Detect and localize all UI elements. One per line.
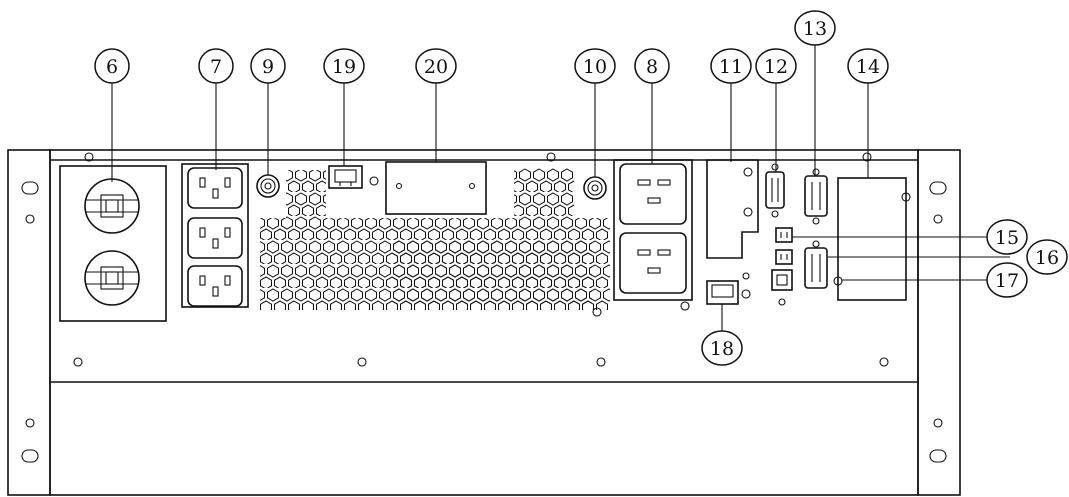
leader-lines [111, 44, 1010, 331]
callout-15: 15 [986, 219, 1028, 255]
callout-8: 8 [634, 48, 670, 84]
callout-17: 17 [986, 262, 1028, 298]
callouts: 6 7 9 19 20 10 8 11 [94, 10, 1068, 366]
svg-text:15: 15 [995, 227, 1019, 249]
usb-port [771, 269, 793, 306]
svg-text:20: 20 [424, 56, 448, 78]
callout-14: 14 [847, 48, 889, 84]
rs485-port [804, 240, 843, 289]
svg-text:16: 16 [1035, 247, 1059, 269]
callout-7: 7 [198, 48, 234, 84]
callout-11: 11 [710, 48, 752, 84]
svg-text:11: 11 [719, 56, 743, 78]
svg-text:12: 12 [764, 56, 788, 78]
epo-port [706, 159, 759, 259]
c19-output-sockets [592, 159, 693, 317]
svg-text:8: 8 [646, 56, 658, 78]
svg-text:7: 7 [210, 56, 222, 78]
callout-19: 19 [323, 48, 365, 84]
svg-text:13: 13 [803, 18, 827, 40]
c13-output-sockets [181, 163, 249, 308]
network-port [328, 165, 379, 189]
svg-text:17: 17 [995, 270, 1019, 292]
chassis [49, 149, 919, 496]
dry-contact-terminal [775, 227, 793, 265]
left-rack-ear [7, 149, 51, 496]
callout-9: 9 [250, 48, 286, 84]
callout-12: 12 [755, 48, 797, 84]
callout-16: 16 [1026, 239, 1068, 275]
svg-text:18: 18 [710, 338, 734, 360]
callout-10: 10 [574, 48, 616, 84]
svg-text:9: 9 [262, 56, 274, 78]
parallel-port [804, 168, 828, 225]
network-port-lower [706, 272, 751, 305]
intelligent-slot [385, 161, 487, 215]
battery-terminal [583, 176, 607, 200]
svg-text:19: 19 [332, 56, 356, 78]
input-terminal [256, 174, 280, 198]
callout-20: 20 [415, 48, 457, 84]
ventilation-grille [260, 168, 610, 310]
external-battery-connector [837, 177, 911, 301]
input-breaker-module [59, 165, 167, 322]
callout-6: 6 [94, 48, 130, 84]
svg-text:6: 6 [106, 56, 118, 78]
callout-13: 13 [794, 10, 836, 46]
svg-text:14: 14 [856, 56, 880, 78]
rs232-port [765, 163, 785, 218]
svg-text:10: 10 [583, 56, 607, 78]
right-rack-ear [917, 149, 961, 496]
callout-18: 18 [701, 330, 743, 366]
